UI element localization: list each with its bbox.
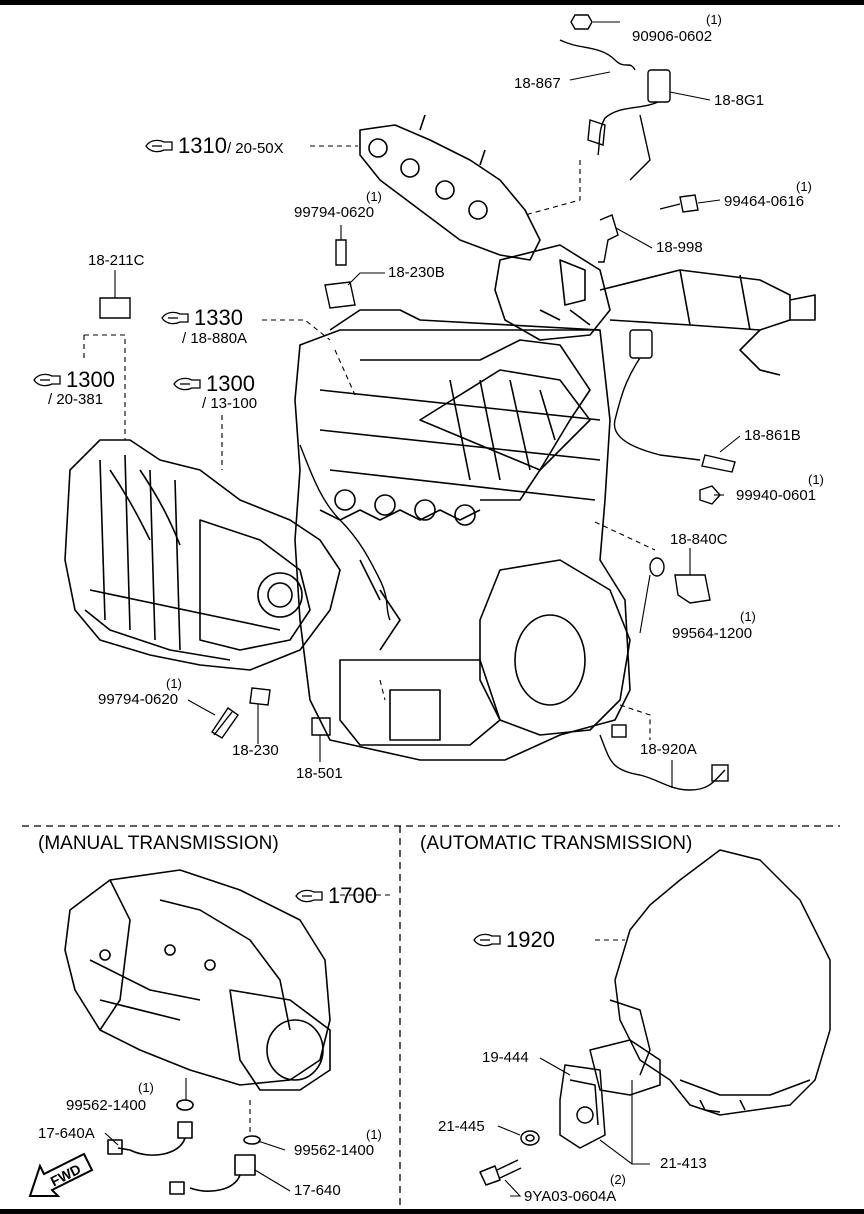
part-18-998[interactable]: 18-998 [656,239,703,256]
reference-1300-a-sub: / 20-381 [48,391,104,408]
qty-99794-upper: (1) [366,189,382,204]
reference-1700[interactable]: 1700 [294,884,377,911]
reference-number: 1330 [194,305,243,330]
reference-arrow-icon [473,933,501,947]
part-18-840C[interactable]: 18-840C [670,531,728,548]
part-99794-0620-upper[interactable]: 99794-0620 [294,204,375,221]
reference-arrow-icon [33,373,61,387]
qty-90906: (1) [706,12,722,27]
forward-label: FWD [48,1161,84,1190]
qty-99562-right: (1) [366,1127,382,1142]
reference-arrow-icon [295,889,323,903]
part-17-640A[interactable]: 17-640A [38,1125,95,1142]
reference-number: 1700 [328,883,377,908]
part-99564-1200[interactable]: 99564-1200 [672,625,753,642]
engine-block-drawing [294,309,631,761]
sensors-and-harness-drawing [99,14,736,791]
part-99464-0616[interactable]: 99464-0616 [724,193,805,210]
reference-number: 1920 [506,927,555,952]
reference-arrow-icon [145,139,173,153]
qty-99464: (1) [796,179,812,194]
reference-arrow-icon [161,311,189,325]
qty-99794-lower: (1) [166,676,182,691]
reference-1330[interactable]: 1330 [160,306,243,333]
automatic-leaders [497,939,650,1197]
reference-1300-b[interactable]: 1300 [172,372,255,399]
part-18-8G1[interactable]: 18-8G1 [714,92,765,109]
exhaust-manifold-drawing [359,114,816,376]
part-18-920A[interactable]: 18-920A [640,741,697,758]
reference-arrow-icon [173,377,201,391]
part-17-640[interactable]: 17-640 [294,1182,341,1199]
top-border [0,0,864,5]
reference-number: 1300 [66,367,115,392]
part-21-413[interactable]: 21-413 [660,1155,707,1172]
part-18-230B[interactable]: 18-230B [388,264,445,281]
part-18-861B[interactable]: 18-861B [744,427,801,444]
part-9YA03-0604A[interactable]: 9YA03-0604A [524,1188,617,1205]
reference-number: 1310 [178,133,227,158]
part-18-230[interactable]: 18-230 [232,742,279,759]
part-90906-0602[interactable]: 90906-0602 [632,28,713,45]
part-18-211C[interactable]: 18-211C [88,252,145,269]
part-99794-0620-lower[interactable]: 99794-0620 [98,691,179,708]
reference-1300-a[interactable]: 1300 [32,368,115,395]
manual-leaders [104,894,390,1192]
leader-lines [83,21,741,788]
reference-sub: / 20-50X [226,140,284,157]
part-21-445[interactable]: 21-445 [438,1118,485,1135]
part-18-867[interactable]: 18-867 [514,75,561,92]
qty-99564: (1) [740,609,756,624]
forward-arrow-icon: FWD [28,1152,94,1197]
manual-transmission-drawing [64,869,331,1195]
reference-1330-sub: / 18-880A [182,330,248,347]
part-99562-1400-left[interactable]: 99562-1400 [66,1097,147,1114]
reference-number: 1300 [206,371,255,396]
bottom-border [0,1209,864,1214]
part-99562-1400-right[interactable]: 99562-1400 [294,1142,375,1159]
reference-1920[interactable]: 1920 [472,928,555,955]
reference-1300-b-sub: / 13-100 [202,395,258,412]
part-19-444[interactable]: 19-444 [482,1049,529,1066]
qty-99562-left: (1) [138,1080,154,1095]
qty-99940: (1) [808,472,824,487]
qty-9YA03: (2) [610,1172,626,1187]
manual-transmission-title: (MANUAL TRANSMISSION) [38,833,279,854]
part-18-501[interactable]: 18-501 [296,765,343,782]
intake-manifold-drawing [64,439,341,671]
automatic-transmission-title: (AUTOMATIC TRANSMISSION) [420,833,693,854]
part-99940-0601[interactable]: 99940-0601 [736,487,817,504]
reference-1310[interactable]: 1310/ 20-50X [144,134,284,161]
automatic-transmission-drawing [479,849,831,1186]
